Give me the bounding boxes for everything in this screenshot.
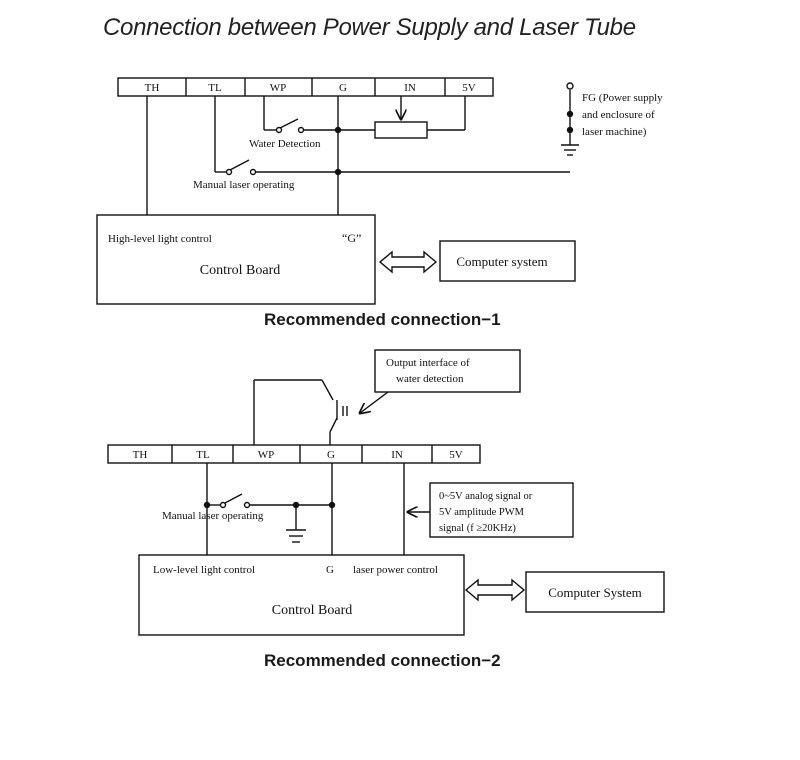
terminal-g: G bbox=[339, 82, 347, 94]
terminal-tl-2: TL bbox=[196, 449, 210, 461]
signal-note-line3: signal (f ≥20KHz) bbox=[439, 523, 516, 534]
terminal-wp: WP bbox=[270, 82, 287, 94]
fg-note-line3: laser machine) bbox=[582, 126, 647, 138]
terminal-strip-1: TH TL WP G IN 5V bbox=[117, 77, 494, 97]
signal-callout: 0~5V analog signal or 5V amplitude PWM s… bbox=[429, 482, 574, 538]
manual-laser-label: Manual laser operating bbox=[193, 179, 295, 191]
terminal-th: TH bbox=[145, 82, 160, 94]
high-level-light-control-label: High-level light control bbox=[108, 233, 212, 245]
control-board-name-2: Control Board bbox=[272, 603, 353, 618]
low-level-light-control-label: Low-level light control bbox=[153, 564, 255, 576]
terminal-in-2: IN bbox=[391, 449, 403, 461]
fg-note-line1: FG (Power supply bbox=[582, 92, 663, 104]
wires-2 bbox=[206, 463, 526, 602]
signal-note-line2: 5V amplitude PWM bbox=[439, 507, 525, 518]
terminal-tl: TL bbox=[208, 82, 222, 94]
connection-1-diagram: TH TL WP G IN 5V bbox=[96, 77, 663, 305]
computer-system-label-2: Computer System bbox=[548, 585, 642, 600]
water-detection-label: Water Detection bbox=[249, 138, 321, 150]
terminal-g-2: G bbox=[327, 449, 335, 461]
computer-system-1: Computer system bbox=[439, 240, 576, 282]
laser-power-control-label: laser power control bbox=[353, 564, 438, 576]
computer-system-label-1: Computer system bbox=[456, 254, 547, 269]
control-board-2: Low-level light control G laser power co… bbox=[138, 554, 465, 636]
terminal-wp-2: WP bbox=[258, 449, 275, 461]
terminal-5v: 5V bbox=[462, 82, 476, 94]
output-note-line1: Output interface of bbox=[386, 357, 470, 369]
caption-connection-1: Recommended connection−1 bbox=[264, 310, 501, 329]
control-board-name-1: Control Board bbox=[200, 263, 281, 278]
output-interface-callout: Output interface of water detection bbox=[360, 349, 521, 413]
water-detection-circuit bbox=[253, 379, 348, 445]
terminal-th-2: TH bbox=[133, 449, 148, 461]
contacts-1 bbox=[225, 82, 574, 176]
g-label-1: “G” bbox=[342, 231, 361, 245]
manual-laser-label-2: Manual laser operating bbox=[162, 510, 264, 522]
contacts-2 bbox=[203, 501, 336, 509]
fg-note-line2: and enclosure of bbox=[582, 109, 655, 121]
terminal-strip-2: TH TL WP G IN 5V bbox=[107, 444, 481, 464]
wires-1 bbox=[146, 90, 579, 274]
computer-system-2: Computer System bbox=[525, 571, 665, 613]
terminal-in: IN bbox=[404, 82, 416, 94]
connection-2-diagram: Output interface of water detection TH bbox=[107, 349, 665, 636]
g-label-2: G bbox=[326, 564, 334, 576]
signal-note-line1: 0~5V analog signal or bbox=[439, 491, 533, 502]
control-board-1: High-level light control “G” Control Boa… bbox=[96, 214, 376, 305]
terminal-5v-2: 5V bbox=[449, 449, 463, 461]
output-note-line2: water detection bbox=[396, 373, 464, 385]
page-title: Connection between Power Supply and Lase… bbox=[103, 14, 636, 41]
caption-connection-2: Recommended connection−2 bbox=[264, 651, 501, 670]
